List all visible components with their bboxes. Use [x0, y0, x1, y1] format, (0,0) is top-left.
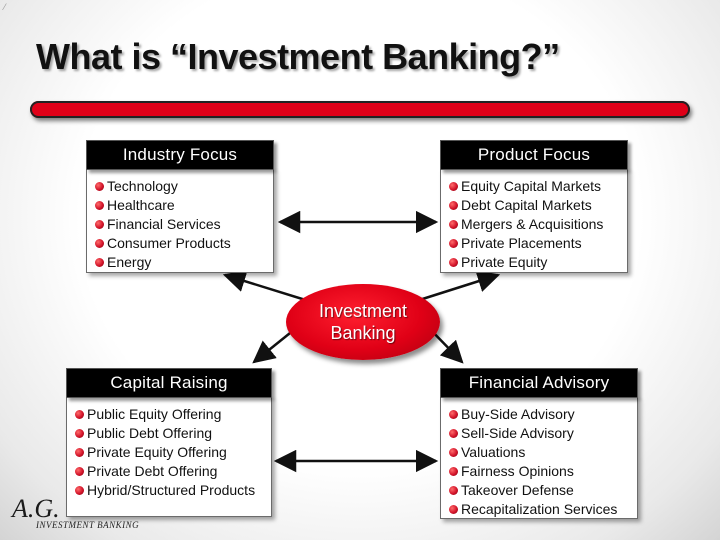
list-item: Buy-Side Advisory	[447, 405, 631, 424]
bullet-icon	[75, 467, 84, 476]
bullet-icon	[449, 486, 458, 495]
list-item: Private Placements	[447, 234, 621, 253]
title-rule	[30, 101, 690, 118]
list-item: Technology	[93, 177, 267, 196]
bullet-icon	[449, 448, 458, 457]
center-label-line1: Investment	[318, 301, 408, 321]
list-item: Private Equity Offering	[73, 443, 265, 462]
financial-advisory-heading: Financial Advisory	[440, 368, 638, 398]
industry-focus-heading: Industry Focus	[86, 140, 274, 170]
list-item: Hybrid/Structured Products	[73, 481, 265, 500]
bullet-icon	[449, 467, 458, 476]
bullet-icon	[95, 201, 104, 210]
company-logo: A.G. INVESTMENT BANKING	[12, 494, 172, 530]
bullet-icon	[449, 182, 458, 191]
bullet-icon	[75, 429, 84, 438]
industry-focus-panel: Industry Focus Technology Healthcare Fin…	[86, 140, 274, 273]
list-item: Valuations	[447, 443, 631, 462]
bullet-icon	[449, 429, 458, 438]
list-item: Takeover Defense	[447, 481, 631, 500]
list-item: Mergers & Acquisitions	[447, 215, 621, 234]
list-item: Energy	[93, 253, 267, 272]
product-focus-list: Equity Capital Markets Debt Capital Mark…	[441, 170, 627, 272]
list-item: Consumer Products	[93, 234, 267, 253]
bullet-icon	[75, 448, 84, 457]
list-item: Debt Capital Markets	[447, 196, 621, 215]
bullet-icon	[75, 410, 84, 419]
slide-title: What is “Investment Banking?”	[36, 36, 560, 77]
bullet-icon	[95, 182, 104, 191]
center-label-line2: Banking	[330, 323, 396, 343]
list-item: Private Debt Offering	[73, 462, 265, 481]
logo-subtitle: INVESTMENT BANKING	[36, 520, 140, 530]
list-item: Public Equity Offering	[73, 405, 265, 424]
arrow-center-product	[412, 270, 501, 304]
bullet-icon	[95, 220, 104, 229]
list-item: Equity Capital Markets	[447, 177, 621, 196]
capital-raising-heading: Capital Raising	[66, 368, 272, 398]
industry-focus-list: Technology Healthcare Financial Services…	[87, 170, 273, 272]
list-item: Fairness Opinions	[447, 462, 631, 481]
product-focus-panel: Product Focus Equity Capital Markets Deb…	[440, 140, 628, 273]
financial-advisory-panel: Financial Advisory Buy-Side Advisory Sel…	[440, 368, 638, 519]
financial-advisory-list: Buy-Side Advisory Sell-Side Advisory Val…	[441, 398, 637, 519]
logo-mark: A.G.	[12, 494, 60, 523]
product-focus-heading: Product Focus	[440, 140, 628, 170]
corner-mark: ⁄	[4, 2, 6, 12]
bullet-icon	[449, 239, 458, 248]
capital-raising-list: Public Equity Offering Public Debt Offer…	[67, 398, 271, 500]
list-item: Private Equity	[447, 253, 621, 272]
list-item: Financial Services	[93, 215, 267, 234]
bullet-icon	[95, 258, 104, 267]
bullet-icon	[449, 220, 458, 229]
capital-raising-panel: Capital Raising Public Equity Offering P…	[66, 368, 272, 517]
bullet-icon	[449, 410, 458, 419]
list-item: Recapitalization Services	[447, 500, 631, 519]
bullet-icon	[95, 239, 104, 248]
list-item: Healthcare	[93, 196, 267, 215]
investment-banking-oval: Investment Banking	[286, 284, 440, 360]
list-item: Sell-Side Advisory	[447, 424, 631, 443]
bullet-icon	[449, 201, 458, 210]
bullet-icon	[449, 505, 458, 514]
list-item: Public Debt Offering	[73, 424, 265, 443]
arrow-center-industry	[222, 270, 313, 304]
bullet-icon	[75, 486, 84, 495]
bullet-icon	[449, 258, 458, 267]
